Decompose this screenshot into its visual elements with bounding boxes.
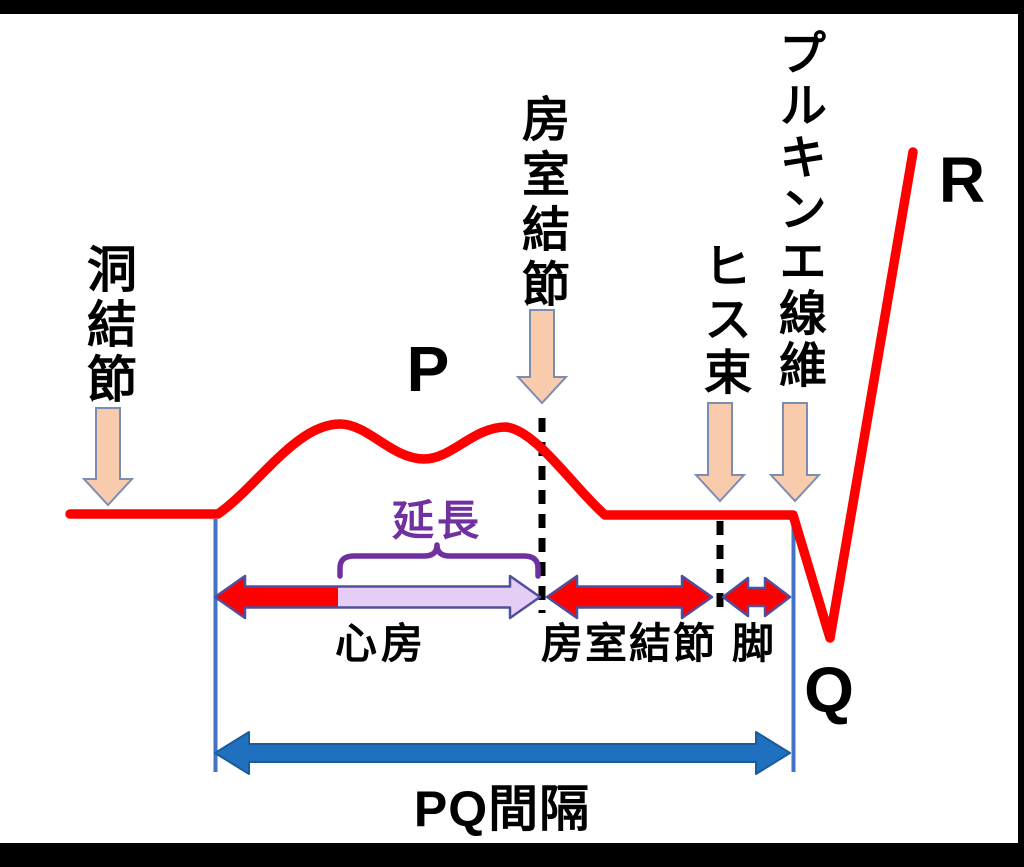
atrium-arrow-red-part [215,576,338,618]
label-p-wave: P [406,333,450,405]
down-arrow-icon-av-node [515,309,569,405]
label-purkinje-fibers: プルキンエ線維 [771,28,824,392]
label-bundle-branch: 脚 [731,620,775,667]
down-arrow-icon-purkinje [768,402,822,503]
label-av-node-segment: 房室結節 [540,620,718,667]
av-node-double-arrow-icon [545,574,714,620]
atrium-double-arrow-icon [213,574,542,620]
label-r-wave: R [938,144,986,216]
frame-bar-bottom [0,843,1024,867]
prolongation-brace-icon [337,542,541,579]
label-atrium: 心房 [334,620,428,667]
ecg-trace [65,147,918,643]
label-q-wave: Q [804,654,854,726]
label-his-bundle: ヒス束 [696,241,749,400]
bundle-branch-double-arrow-icon [721,576,792,618]
down-arrow-icon-his-bundle [693,402,747,503]
label-sinus-node: 洞結節 [80,243,136,408]
pq-interval-double-arrow-icon [214,731,791,775]
label-av-node-vertical: 房室結節 [514,94,567,314]
down-arrow-icon-sinus-node [81,407,135,507]
frame-bar-right [1018,0,1024,867]
frame-bar-top [0,0,1024,14]
label-prolongation: 延長 [391,497,483,544]
label-pq-interval: PQ間隔 [413,781,591,837]
